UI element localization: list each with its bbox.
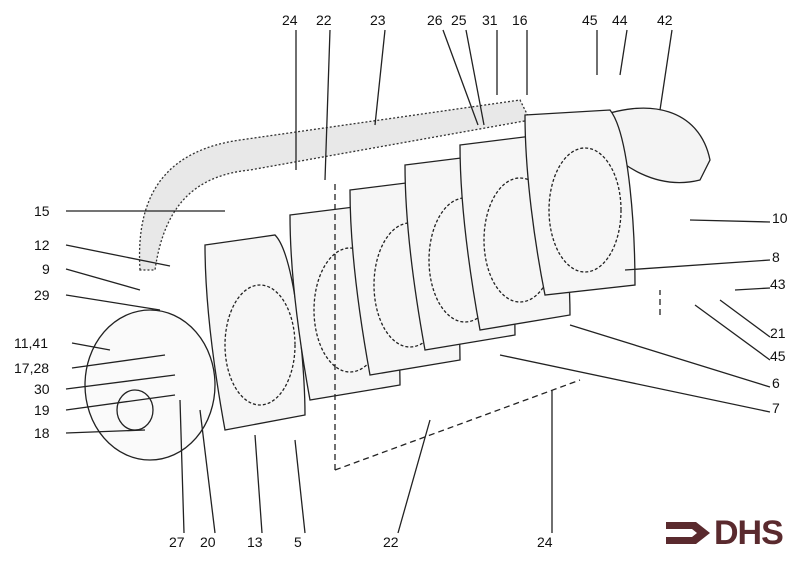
callout-26: 26 bbox=[427, 12, 443, 28]
callout-25: 25 bbox=[451, 12, 467, 28]
logo-text: DHS bbox=[714, 514, 784, 552]
callout-16: 16 bbox=[512, 12, 528, 28]
callout-22-top: 22 bbox=[316, 12, 332, 28]
callout-10: 10 bbox=[772, 210, 788, 226]
cylinder-plates bbox=[204, 109, 636, 431]
callout-17-28: 17,28 bbox=[14, 360, 50, 376]
callout-7: 7 bbox=[772, 400, 780, 416]
callout-27: 27 bbox=[169, 534, 185, 550]
callout-45-right: 45 bbox=[770, 348, 786, 364]
callout-8: 8 bbox=[772, 249, 780, 265]
callout-31: 31 bbox=[482, 12, 498, 28]
callout-30: 30 bbox=[34, 381, 50, 397]
callout-15: 15 bbox=[34, 203, 50, 219]
callout-42: 42 bbox=[657, 12, 673, 28]
callout-21: 21 bbox=[770, 325, 786, 341]
callout-6: 6 bbox=[772, 375, 780, 391]
callout-9: 9 bbox=[42, 261, 50, 277]
dhs-logo: DHS bbox=[664, 514, 784, 552]
callout-18: 18 bbox=[34, 425, 50, 441]
callout-24-top: 24 bbox=[282, 12, 298, 28]
callout-43: 43 bbox=[770, 276, 786, 292]
callout-5: 5 bbox=[294, 534, 302, 550]
callout-13: 13 bbox=[247, 534, 263, 550]
fan-disc bbox=[84, 309, 216, 461]
callout-24-bottom: 24 bbox=[537, 534, 553, 550]
callout-44: 44 bbox=[612, 12, 628, 28]
arrow-logo-icon bbox=[666, 522, 710, 544]
cover-shroud bbox=[138, 99, 531, 271]
callout-29: 29 bbox=[34, 287, 50, 303]
callout-11-41: 11,41 bbox=[14, 335, 48, 351]
callout-20: 20 bbox=[200, 534, 216, 550]
callout-23: 23 bbox=[370, 12, 386, 28]
callout-22-bottom: 22 bbox=[383, 534, 399, 550]
callout-12: 12 bbox=[34, 237, 50, 253]
callout-19: 19 bbox=[34, 402, 50, 418]
callout-45-top: 45 bbox=[582, 12, 598, 28]
